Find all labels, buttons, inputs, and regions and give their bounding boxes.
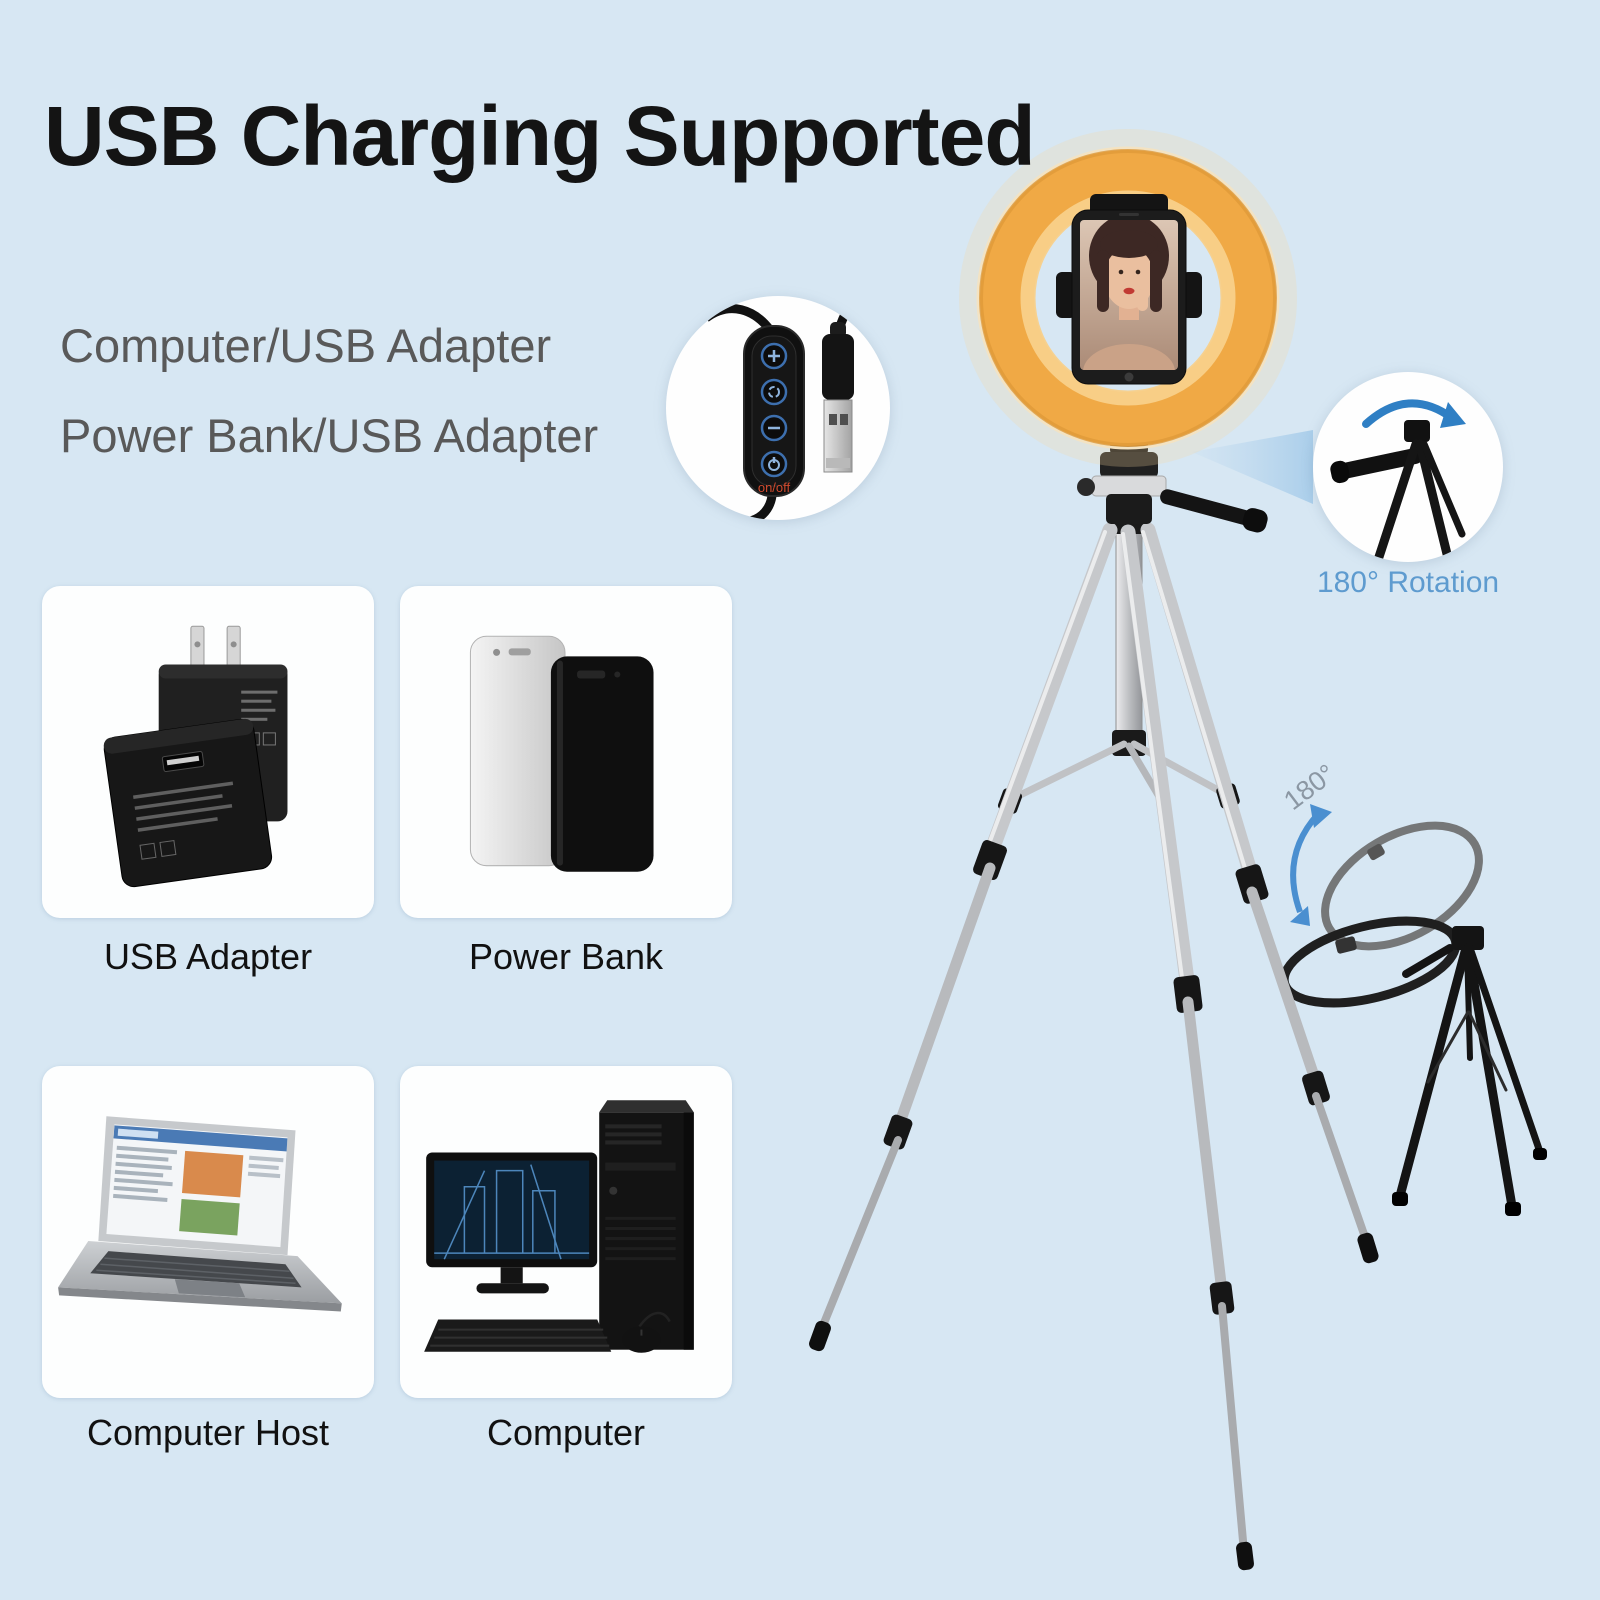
pan-handle: [1160, 489, 1268, 533]
power-option-computer: Computer/USB Adapter: [60, 319, 552, 372]
ring-folded: [1279, 916, 1461, 1008]
computer-host-card: [42, 1066, 374, 1398]
phone-in-clamp-image: [1056, 194, 1202, 385]
keyboard: [424, 1319, 612, 1352]
rotation-inset: [1313, 372, 1503, 562]
laptop-image: [58, 1116, 342, 1312]
rotation-arrow-icon: [1362, 399, 1456, 428]
usb-adapter-label: USB Adapter: [103, 936, 313, 977]
brightness-up-button: [760, 342, 788, 370]
power-bank-silver: [469, 635, 566, 867]
power-bank-label: Power Bank: [468, 936, 664, 977]
demo-tripod: [1392, 926, 1547, 1216]
folded-ring-demo-image: [1279, 804, 1547, 1216]
ring-tilted: [1321, 821, 1483, 951]
rotation-annotation: 180° Rotation: [1316, 566, 1500, 599]
cable: [703, 304, 774, 333]
mouse: [622, 1311, 671, 1353]
monitor: [426, 1152, 598, 1294]
mode-button: [760, 378, 788, 406]
computer-label: Computer: [486, 1412, 646, 1453]
wall-charger-front: [103, 718, 273, 888]
page-title: USB Charging Supported: [44, 89, 1036, 183]
usb-adapter-card: [42, 586, 374, 918]
computer-card: [400, 1066, 732, 1398]
power-bank-image: [469, 635, 654, 872]
handle: [1338, 447, 1424, 479]
phone-clamp-top: [1090, 194, 1168, 218]
cable: [833, 299, 856, 337]
ring-light-image: [959, 129, 1297, 467]
laptop-screen-content: [113, 1125, 288, 1236]
laptop-touchpad: [174, 1279, 246, 1298]
power-bank-card: [400, 586, 732, 918]
arc-degree-annotation: 180°: [1278, 758, 1341, 816]
usb-adapter-image: [103, 625, 288, 888]
phone-clamp-right: [1182, 272, 1202, 318]
tripod-image: [809, 425, 1379, 1571]
pc-tower: [599, 1100, 694, 1350]
brightness-down-button: [760, 414, 788, 442]
phone-clamp-left: [1056, 272, 1076, 318]
power-bank-black: [550, 656, 654, 872]
inline-remote: [743, 325, 805, 497]
desktop-computer-image: [424, 1100, 694, 1353]
cable: [711, 494, 777, 520]
controller-power-label: on/off: [758, 480, 791, 495]
power-button: [760, 450, 788, 478]
phone-body: [1071, 209, 1187, 385]
usb-plug: [822, 322, 854, 473]
monitor-screen-wireframe: [434, 1164, 590, 1260]
phone-screen-portrait: [1080, 220, 1178, 370]
arrow-down-icon: [1290, 906, 1310, 926]
computer-host-label: Computer Host: [86, 1412, 330, 1453]
arrow-up-icon: [1310, 804, 1332, 828]
beam-highlight: [1192, 430, 1313, 504]
power-option-power-bank: Power Bank/USB Adapter: [60, 409, 599, 462]
usb-controller-inset: on/off: [666, 296, 890, 520]
